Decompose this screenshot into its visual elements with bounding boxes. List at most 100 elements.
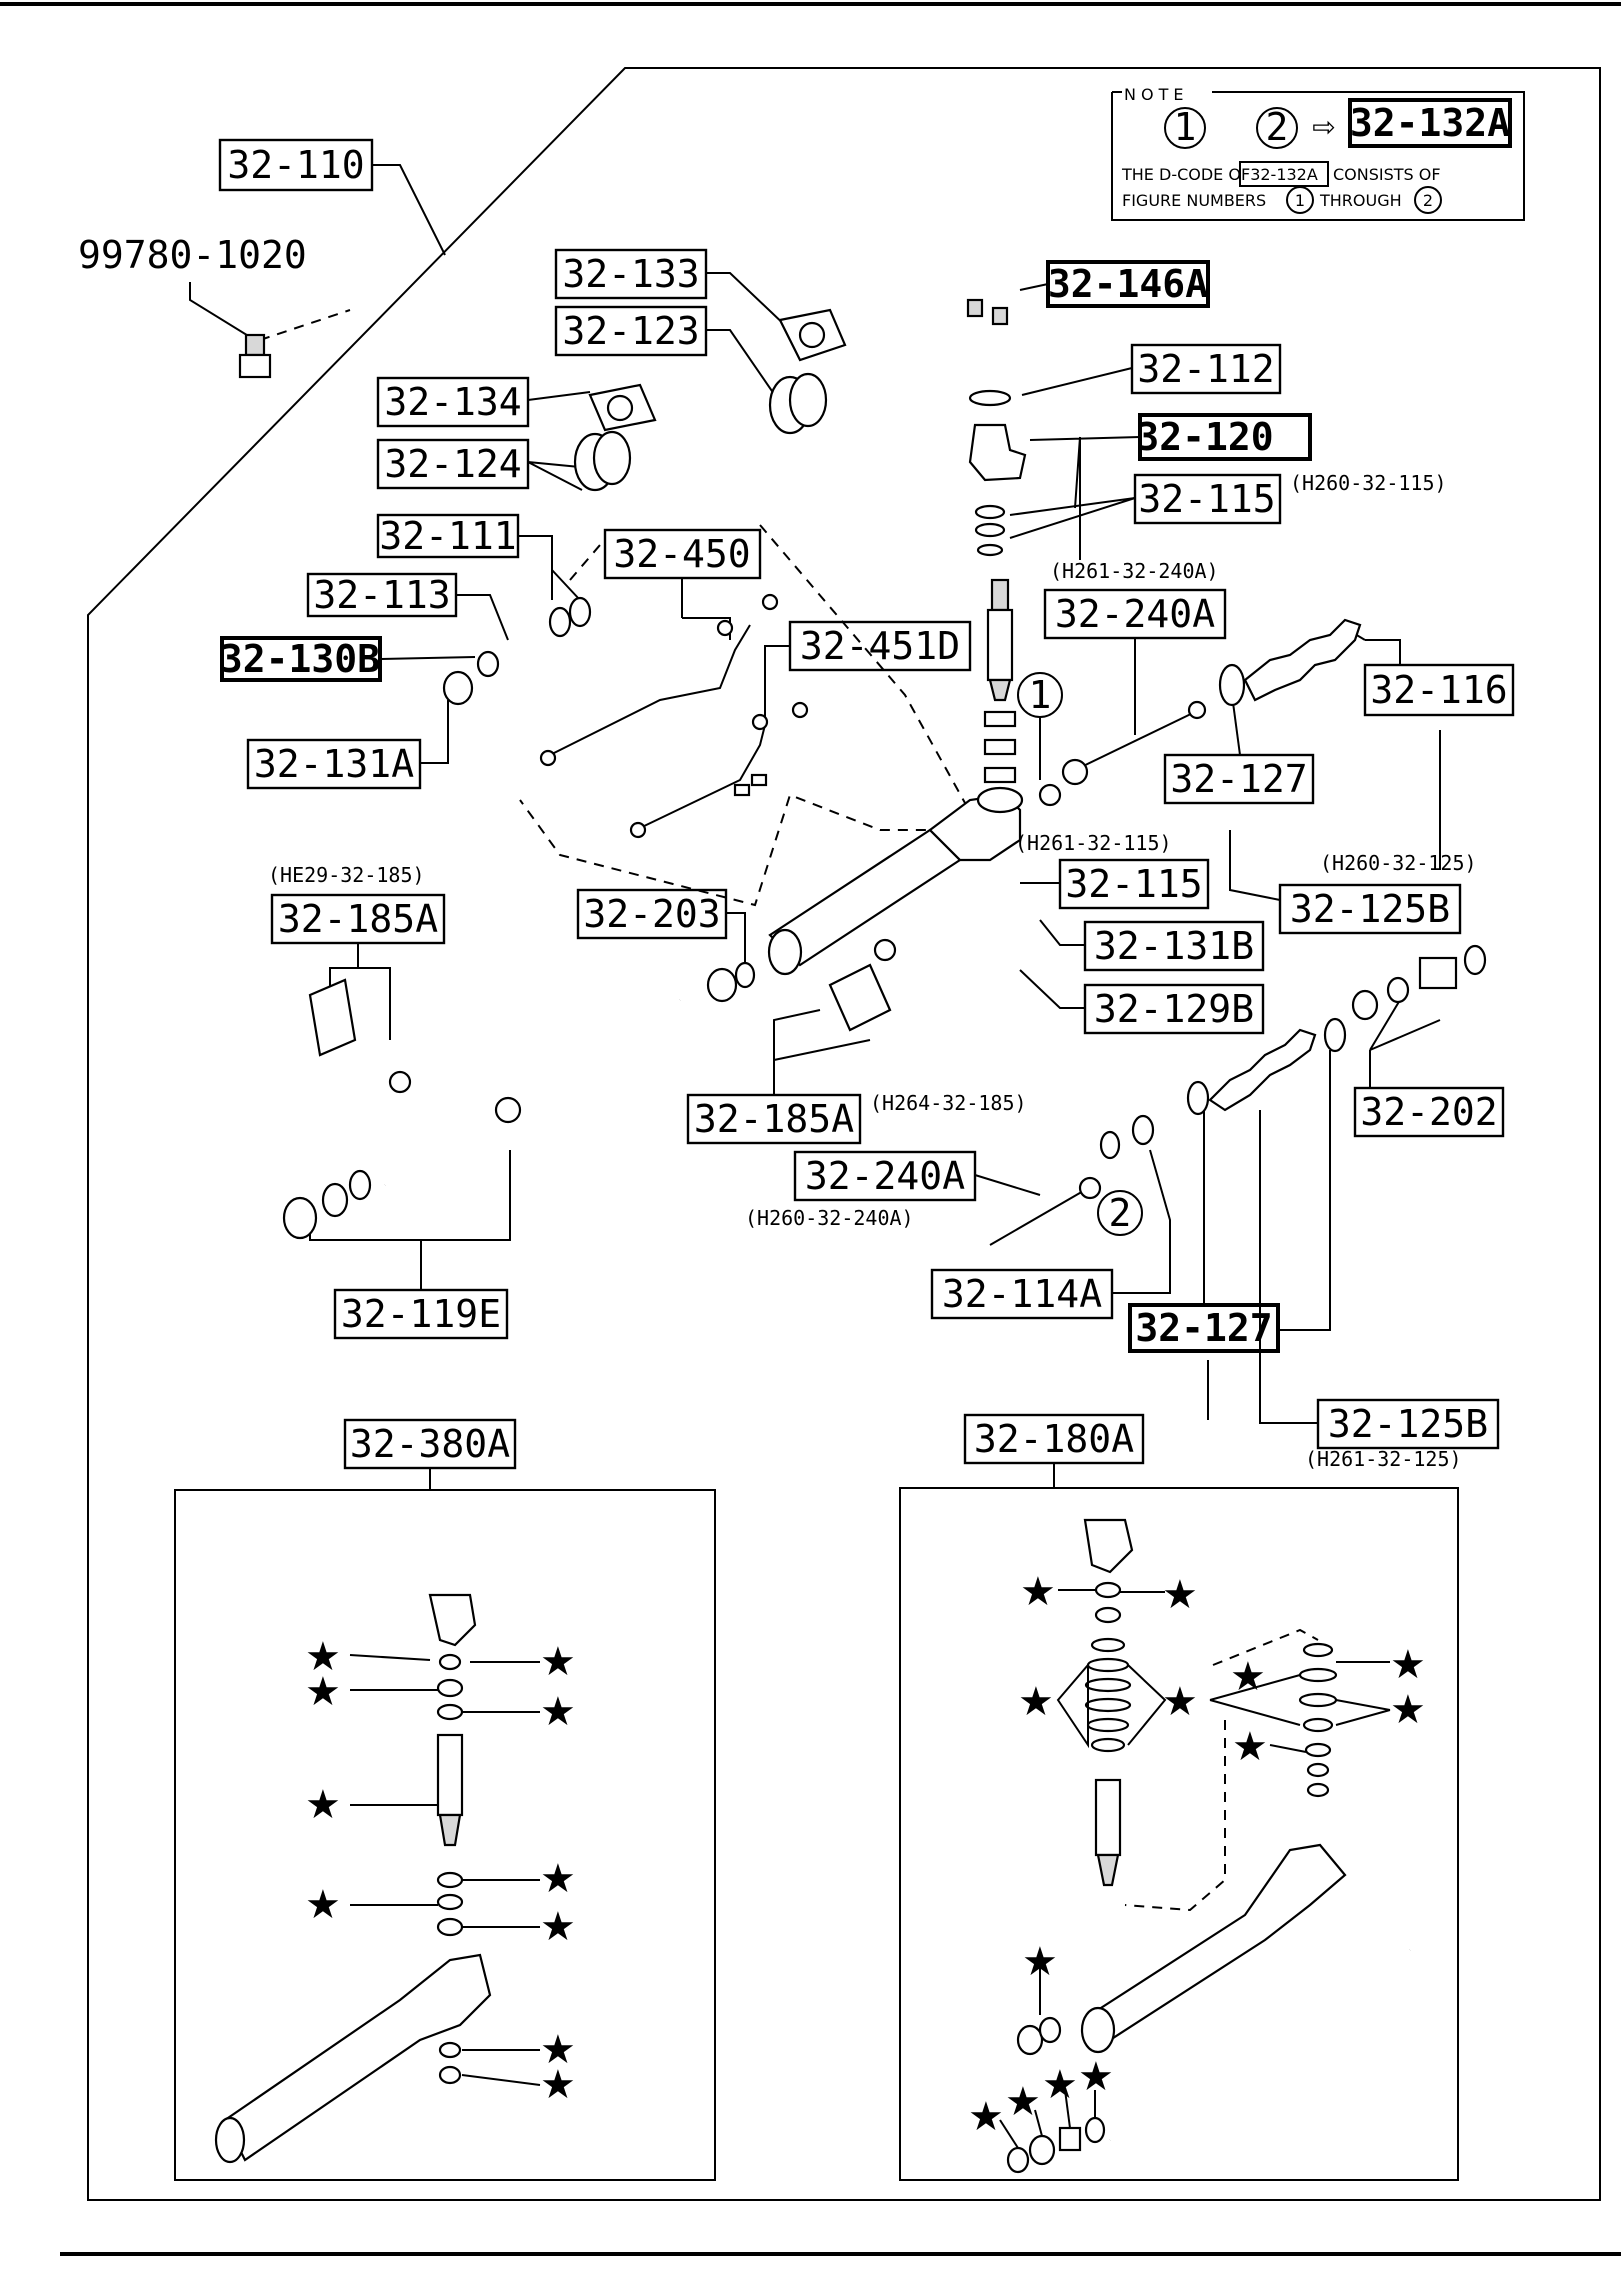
note-code: 32-132A: [1350, 101, 1510, 145]
label-32-116: 32-116: [1370, 668, 1507, 712]
part-bush-mount-133: [778, 308, 847, 362]
star-icon: ★: [1390, 1642, 1426, 1688]
label-32-180A: 32-180A: [974, 1417, 1134, 1461]
star-icon: ★: [305, 1882, 341, 1928]
part-bushings-202: [1351, 944, 1487, 1021]
label-32-127-top: 32-127: [1170, 757, 1307, 801]
label-h261-32-240a: (H261-32-240A): [1050, 559, 1219, 583]
label-32-129B: 32-129B: [1094, 987, 1254, 1031]
part-bolt-99780: [238, 333, 272, 379]
note-heading: NOTE: [1124, 85, 1188, 104]
kit-32-180a-leaders: [999, 1589, 1391, 2149]
label-h261-32-125: (H261-32-125): [1305, 1447, 1462, 1471]
note-box: NOTE 1 2 ⇨ 32-132A THE D-CODE OF 32-132A…: [1111, 85, 1525, 221]
label-32-123: 32-123: [562, 309, 699, 353]
note-circle-2: 2: [1266, 105, 1289, 149]
part-bush-123: [768, 372, 828, 435]
note-line2-a: FIGURE NUMBERS: [1122, 191, 1266, 210]
label-32-112: 32-112: [1137, 347, 1274, 391]
kit-32-180a-box: [899, 1487, 1459, 2181]
part-bush-mount-134: [588, 383, 657, 432]
label-h260-32-115: (H260-32-115): [1290, 471, 1447, 495]
part-gear-housing: [767, 783, 1062, 976]
label-32-202: 32-202: [1360, 1090, 1497, 1134]
label-32-134: 32-134: [384, 380, 521, 424]
part-seals-pinion: [983, 710, 1017, 784]
star-icon: ★: [1018, 1679, 1054, 1725]
star-icon: ★: [1232, 1724, 1268, 1770]
label-32-450: 32-450: [613, 532, 750, 576]
label-32-240A-bot: 32-240A: [805, 1154, 965, 1198]
star-icon: ★: [1005, 2079, 1041, 2125]
label-32-119E: 32-119E: [341, 1292, 501, 1336]
figure-circle-2: [1097, 1190, 1143, 1236]
note-line2-circle-1: 1: [1295, 191, 1305, 210]
label-32-124: 32-124: [384, 442, 521, 486]
outer-frame: [87, 67, 1601, 2201]
star-icon: ★: [1020, 1569, 1056, 1615]
note-line2-circle-2: 2: [1423, 191, 1433, 210]
star-icon: ★: [1042, 2062, 1078, 2108]
kit-32-380a-leaders: [349, 1654, 541, 2086]
label-32-111: 32-111: [379, 514, 516, 558]
label-32-146A: 32-146A: [1048, 262, 1208, 306]
label-32-127-bot: 32-127: [1135, 1306, 1272, 1350]
part-pipe-451d: [629, 701, 809, 839]
figure-circle-2-text: 2: [1109, 1191, 1132, 1235]
part-inner-tie-rod-top: [1061, 700, 1207, 786]
kit-32-380a-box: [174, 1489, 716, 2181]
note-line2-b: THROUGH: [1319, 191, 1402, 210]
part-bolts-146a: [966, 298, 1009, 326]
label-32-115-top: 32-115: [1138, 477, 1275, 521]
star-icon: ★: [540, 1904, 576, 1950]
part-rack-bar: [382, 996, 683, 1189]
part-clamp-185a-left: [308, 978, 412, 1094]
part-valve-housing-120: [968, 389, 1027, 557]
label-32-185A-mid: 32-185A: [694, 1097, 854, 1141]
note-arrow-icon: ⇨: [1312, 103, 1335, 147]
star-icon: ★: [305, 1669, 341, 1715]
star-icon: ★: [1390, 1687, 1426, 1733]
label-h260-32-125: (H260-32-125): [1320, 851, 1477, 875]
kit-32-180a-parts: [1006, 1518, 1412, 2174]
label-h261-32-115: (H261-32-115): [1015, 831, 1172, 855]
star-icon: ★: [1078, 2054, 1114, 2100]
note-line1-b: CONSISTS OF: [1333, 165, 1441, 184]
part-boot-top: [1218, 618, 1362, 707]
part-pipe-450: [539, 593, 779, 767]
label-he29-32-185: (HE29-32-185): [268, 863, 425, 887]
label-32-130B: 32-130B: [220, 637, 380, 681]
star-icon: ★: [1230, 1654, 1266, 1700]
label-32-115-mid: 32-115: [1065, 862, 1202, 906]
label-32-120: 32-120: [1136, 415, 1273, 459]
star-icon: ★: [540, 1689, 576, 1735]
label-32-451D: 32-451D: [800, 624, 960, 668]
star-icon: ★: [305, 1782, 341, 1828]
label-32-185A-left: 32-185A: [278, 897, 438, 941]
label-32-131A: 32-131A: [254, 742, 414, 786]
note-line1-a: THE D-CODE OF: [1121, 165, 1250, 184]
label-h264-32-185: (H264-32-185): [870, 1091, 1027, 1115]
part-fittings-111-113: [442, 596, 592, 706]
part-inner-tie-rod-bottom: [989, 1114, 1155, 1246]
part-pinion-shaft: [986, 578, 1014, 702]
star-icon: ★: [1022, 1939, 1058, 1985]
label-32-125B-bot: 32-125B: [1328, 1402, 1488, 1446]
label-32-110: 32-110: [227, 143, 364, 187]
star-icon: ★: [305, 1634, 341, 1680]
label-32-125B-top: 32-125B: [1290, 887, 1450, 931]
part-boot-bottom: [1186, 1017, 1347, 1116]
part-bush-124: [573, 430, 632, 492]
star-icon: ★: [968, 2094, 1004, 2140]
dashed-outline: [519, 524, 982, 907]
part-bushings-119e: [282, 1169, 372, 1240]
part-seals-203: [706, 961, 756, 1003]
label-32-240A-top: 32-240A: [1055, 592, 1215, 636]
star-icon: ★: [540, 2062, 576, 2108]
star-icon: ★: [540, 2027, 576, 2073]
star-icon: ★: [1162, 1679, 1198, 1725]
label-32-114A: 32-114A: [942, 1272, 1102, 1316]
star-icon: ★: [540, 1639, 576, 1685]
